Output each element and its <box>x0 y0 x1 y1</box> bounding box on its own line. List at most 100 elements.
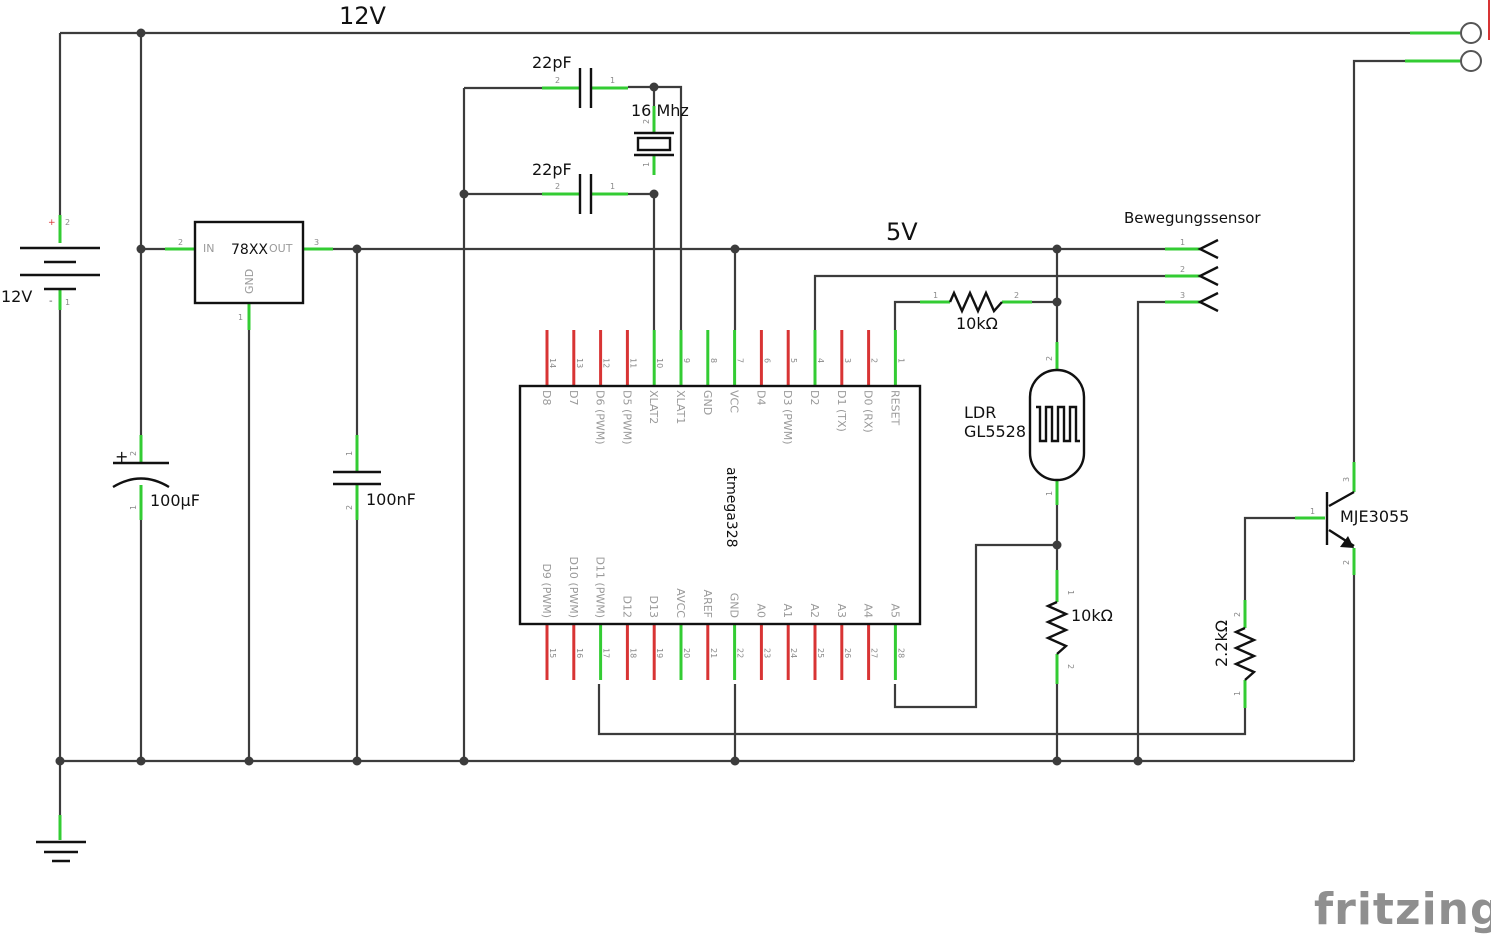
cap-xtal-top-pin-number: 1 <box>610 76 615 85</box>
transistor: 1 3 2 MJE3055 <box>1295 462 1409 575</box>
mcu-pin-name: D10 (PWM) <box>567 556 580 618</box>
crystal-label: 16 Mhz <box>631 101 689 120</box>
mcu-pin-name: XLAT2 <box>647 390 660 424</box>
mcu-pin-name: A5 <box>888 603 901 618</box>
mcu-pin-number: 16 <box>575 648 584 658</box>
regulator-pin-number: 2 <box>178 238 183 247</box>
junction-dot <box>1133 756 1143 766</box>
wire-xtal-top-right <box>628 85 683 330</box>
crystal-body <box>636 136 672 152</box>
battery-minus-sign: - <box>49 296 53 307</box>
ldr-label-line1: LDR <box>964 403 996 422</box>
r-divider-pin-number: 2 <box>1066 664 1075 669</box>
mcu-pin-name: D7 <box>567 390 580 405</box>
ldr-label-line2: GL5528 <box>964 422 1026 441</box>
junction-dot <box>244 756 254 766</box>
mcu-pin-name: GND <box>728 593 741 618</box>
mcu-pin-number: 1 <box>896 358 905 363</box>
cap-bulk-label: 100µF <box>150 491 200 510</box>
battery: + - 2 1 12V <box>1 215 100 310</box>
transistor-pin-number: 1 <box>1310 507 1315 516</box>
mcu-pin-number: 23 <box>762 648 771 658</box>
mcu-pin-name: A0 <box>754 603 767 618</box>
sensor-pin-number: 2 <box>1180 265 1185 274</box>
ldr: 2 1 LDR GL5528 <box>964 342 1086 505</box>
ldr-pin-number: 2 <box>1045 356 1054 361</box>
junction-dot <box>459 756 469 766</box>
capacitor-decouple: 1 2 100nF <box>333 435 416 520</box>
regulator-gnd-label: GND <box>243 269 256 294</box>
mcu-pin-number: 2 <box>870 358 879 363</box>
mcu-label: atmega328 <box>723 467 739 548</box>
junction-dot <box>649 189 659 199</box>
battery-plus-sign: + <box>48 218 56 228</box>
junction-dot <box>136 756 146 766</box>
mcu-pin-number: 4 <box>816 358 825 363</box>
mcu-pin-number: 6 <box>762 358 771 363</box>
mcu-pin-number: 11 <box>628 358 637 368</box>
capacitor-xtal-top: 2 1 22pF <box>532 53 628 108</box>
transistor-label: MJE3055 <box>1340 507 1409 526</box>
r-divider-zigzag <box>1045 600 1069 655</box>
mcu-pin-number: 14 <box>548 358 557 368</box>
mcu-pin-number: 5 <box>789 358 798 363</box>
cap-decouple-pin-number: 2 <box>345 505 354 510</box>
regulator-in-label: IN <box>203 242 214 255</box>
resistor-base: 2 1 2.2kΩ <box>1212 600 1257 708</box>
mcu-pin-number: 27 <box>870 648 879 658</box>
crystal-pin-number: 2 <box>642 119 651 124</box>
mcu-pin-number: 9 <box>682 358 691 363</box>
mcu-pin-name: D5 (PWM) <box>620 390 633 445</box>
transistor-emitter-arrow <box>1340 536 1354 548</box>
sensor-label: Bewegungssensor <box>1124 209 1261 227</box>
junction-dot <box>136 28 146 38</box>
mcu-pin-number: 26 <box>843 648 852 658</box>
sensor-pin-number: 3 <box>1180 291 1185 300</box>
regulator-pin-number: 1 <box>238 313 243 322</box>
sensor-contact <box>1197 265 1219 287</box>
battery-label: 12V <box>1 287 32 306</box>
junction-dot <box>1052 297 1062 307</box>
junction-dot <box>55 756 65 766</box>
terminal-circle <box>1460 50 1482 72</box>
wire-base <box>1243 516 1295 600</box>
regulator-pin-number: 3 <box>314 238 319 247</box>
crystal-pin-number: 1 <box>642 162 651 167</box>
cap-bulk-curved-plate <box>112 477 170 489</box>
mcu-pin-name: A1 <box>781 603 794 618</box>
cap-xtal-bottom-pin-number: 1 <box>610 182 615 191</box>
cap-xtal-bottom-label: 22pF <box>532 160 572 179</box>
r-pullup-zigzag <box>948 290 1003 314</box>
mcu-pin-name: XLAT1 <box>674 390 687 424</box>
mcu-pin-number: 20 <box>682 648 691 658</box>
cap-decouple-pin-number: 1 <box>345 451 354 456</box>
transistor-pin-number: 3 <box>1342 477 1351 482</box>
sensor-pin-number: 1 <box>1180 238 1185 247</box>
r-pullup-label: 10kΩ <box>956 314 998 333</box>
mcu-pin-number: 25 <box>816 648 825 658</box>
resistor-divider: 1 2 10kΩ <box>1045 570 1113 684</box>
cap-bulk-pin-number: 2 <box>129 451 138 456</box>
ldr-track <box>1036 405 1080 443</box>
wire-d11-base <box>597 684 1247 736</box>
mcu-pin-number: 22 <box>736 648 745 658</box>
mcu-pin-name: A3 <box>835 603 848 618</box>
r-pullup-pin-number: 1 <box>933 291 938 300</box>
mcu-pin-name: D3 (PWM) <box>781 390 794 445</box>
sensor-contact <box>1197 291 1219 313</box>
junctions <box>55 28 1143 766</box>
mcu-pin-number: 12 <box>602 358 611 368</box>
label-12v-rail: 12V <box>339 2 387 30</box>
transistor-collector-line <box>1328 490 1355 508</box>
junction-dot <box>1052 540 1062 550</box>
wire-reset-pullup <box>893 300 920 330</box>
terminal-circle <box>1460 22 1482 44</box>
mcu-pin-name: A2 <box>808 603 821 618</box>
wire-sensor-gnd <box>1136 300 1165 761</box>
junction-dot <box>1052 244 1062 254</box>
resistor-pullup: 1 2 10kΩ <box>920 290 1032 333</box>
sensor-contact <box>1197 238 1219 260</box>
capacitor-xtal-bottom: 2 1 22pF <box>532 160 628 214</box>
junction-dot <box>136 244 146 254</box>
